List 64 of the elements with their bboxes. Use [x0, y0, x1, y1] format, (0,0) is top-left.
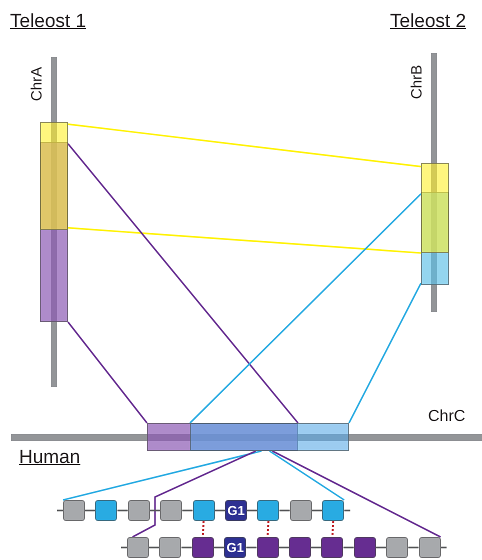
gene-box — [63, 500, 85, 521]
connector-line — [348, 282, 422, 424]
gene-box — [192, 500, 215, 521]
gene-box — [95, 500, 118, 521]
gene-box — [322, 500, 344, 521]
synteny-block — [40, 122, 68, 230]
dotted-connector — [266, 520, 270, 538]
gene-box — [321, 537, 344, 558]
gene-track-line — [376, 546, 386, 548]
gene-track-line — [150, 510, 160, 512]
connector-line — [68, 123, 422, 168]
gene-track-line — [344, 510, 350, 512]
synteny-block — [147, 423, 298, 451]
gene-track-line — [408, 546, 419, 548]
gene-box — [159, 537, 182, 558]
gene-box — [257, 500, 280, 521]
connector-line — [189, 193, 422, 424]
gene-track-line — [182, 510, 193, 512]
gene-box — [192, 537, 214, 558]
connector-line — [67, 322, 148, 424]
connector-line — [68, 227, 422, 254]
synteny-block — [190, 423, 349, 451]
gene-track-line — [312, 510, 322, 512]
chromosome-label: ChrC — [428, 409, 466, 425]
gene-box — [127, 537, 149, 558]
gene-box — [289, 537, 311, 558]
connector-line — [272, 450, 441, 538]
gene-box — [160, 500, 182, 521]
gene-track-line — [214, 546, 224, 548]
chromosome-label: ChrB — [410, 64, 424, 100]
dotted-connector — [202, 520, 205, 538]
gene-track-line — [57, 510, 63, 512]
connector-line — [67, 143, 299, 424]
gene-box — [290, 500, 312, 521]
gene-track-line — [440, 546, 447, 548]
gene-track-line — [246, 546, 257, 548]
gene-track-line — [121, 546, 127, 548]
gene-track-line — [214, 510, 225, 512]
gene-box — [386, 537, 408, 558]
gene-box — [128, 500, 150, 521]
species-title: Teleost 2 — [390, 12, 466, 31]
gene-box: G1 — [224, 537, 246, 558]
gene-track-line — [181, 546, 192, 548]
species-title: Teleost 1 — [10, 12, 86, 31]
gene-box — [418, 537, 441, 558]
gene-box — [256, 537, 279, 558]
chromosome-label: ChrA — [30, 66, 44, 102]
gene-track-line — [85, 510, 96, 512]
dotted-connector — [331, 520, 334, 538]
gene-track-line — [343, 546, 354, 548]
gene-box — [354, 537, 376, 558]
connector-line — [62, 450, 262, 501]
gene-track-line — [117, 510, 128, 512]
connector-line — [132, 450, 256, 538]
connector-line — [269, 450, 345, 501]
synteny-block — [40, 142, 68, 322]
gene-track-line — [278, 546, 289, 548]
gene-track-line — [311, 546, 322, 548]
gene-track-line — [149, 546, 160, 548]
gene-box: G1 — [225, 500, 247, 521]
species-title: Human — [19, 448, 80, 467]
synteny-block — [421, 163, 449, 253]
gene-track-line — [279, 510, 290, 512]
gene-track-line — [247, 510, 258, 512]
